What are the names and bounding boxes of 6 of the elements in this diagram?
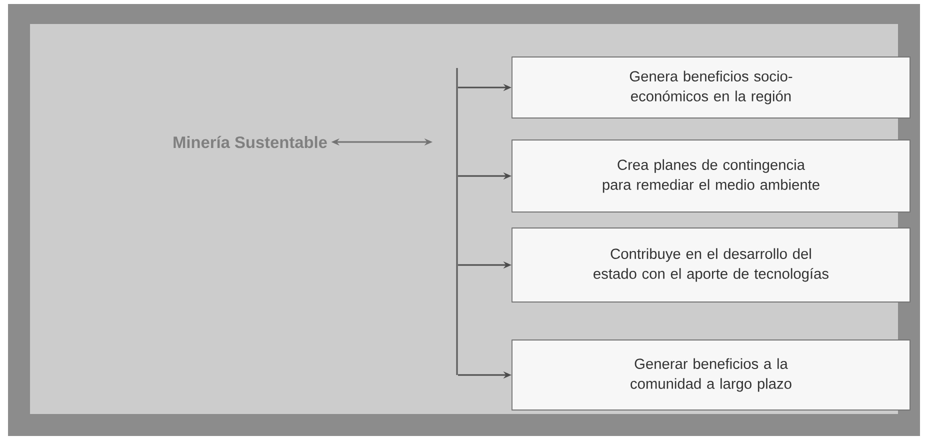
- text-box: Generar beneficios a la comunidad a largo plazo: [512, 340, 910, 410]
- title-text: Minería Sustentable: [174, 136, 327, 148]
- text-box: Contribuye en el desarrollo del estado con el aporte de tecnologías: [512, 228, 910, 302]
- text-box: Genera beneficios socio-económicos en la región: [512, 56, 910, 118]
- text-box: Crea planes de contingencia para remediar el medio ambiente: [512, 140, 910, 212]
- bracket-line: [456, 68, 458, 375]
